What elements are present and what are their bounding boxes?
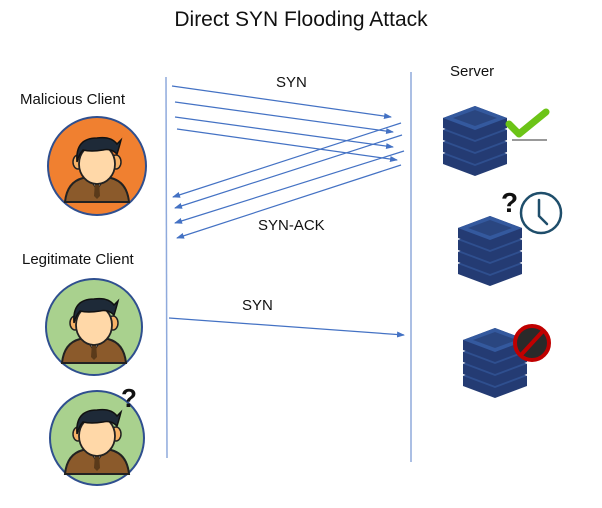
legitimate-client-avatar [45,278,143,376]
server-icon [458,216,522,286]
checkmark-icon [505,108,550,141]
syn-flood-arrow [174,116,394,150]
legit-syn-arrow [168,317,405,338]
forbidden-icon [513,324,551,362]
malicious-client-avatar [47,116,147,216]
syn-flood-label: SYN [276,74,307,91]
question-mark-icon: ? [501,187,518,218]
syn-flood-arrow [176,128,398,162]
syn-ack-label: SYN-ACK [258,217,325,234]
syn-ack-arrow [176,164,402,239]
syn-flood-arrow [171,85,392,119]
syn-ack-arrow [174,134,403,209]
message-arrows [168,85,405,338]
server-icon [443,106,507,176]
waiting-client-avatar: ? [49,383,145,486]
diagram-title: Direct SYN Flooding Attack [174,8,428,31]
syn-flood-arrow [174,101,394,135]
server-label: Server [450,63,495,80]
malicious-client-label: Malicious Client [20,91,126,108]
legitimate-client-label: Legitimate Client [22,251,134,268]
client-lifeline [165,76,168,459]
clock-icon [519,191,563,235]
legit-syn-label: SYN [242,297,273,314]
syn-ack-arrow [172,122,402,198]
question-mark-icon: ? [121,383,137,413]
syn-ack-arrow [174,150,405,224]
